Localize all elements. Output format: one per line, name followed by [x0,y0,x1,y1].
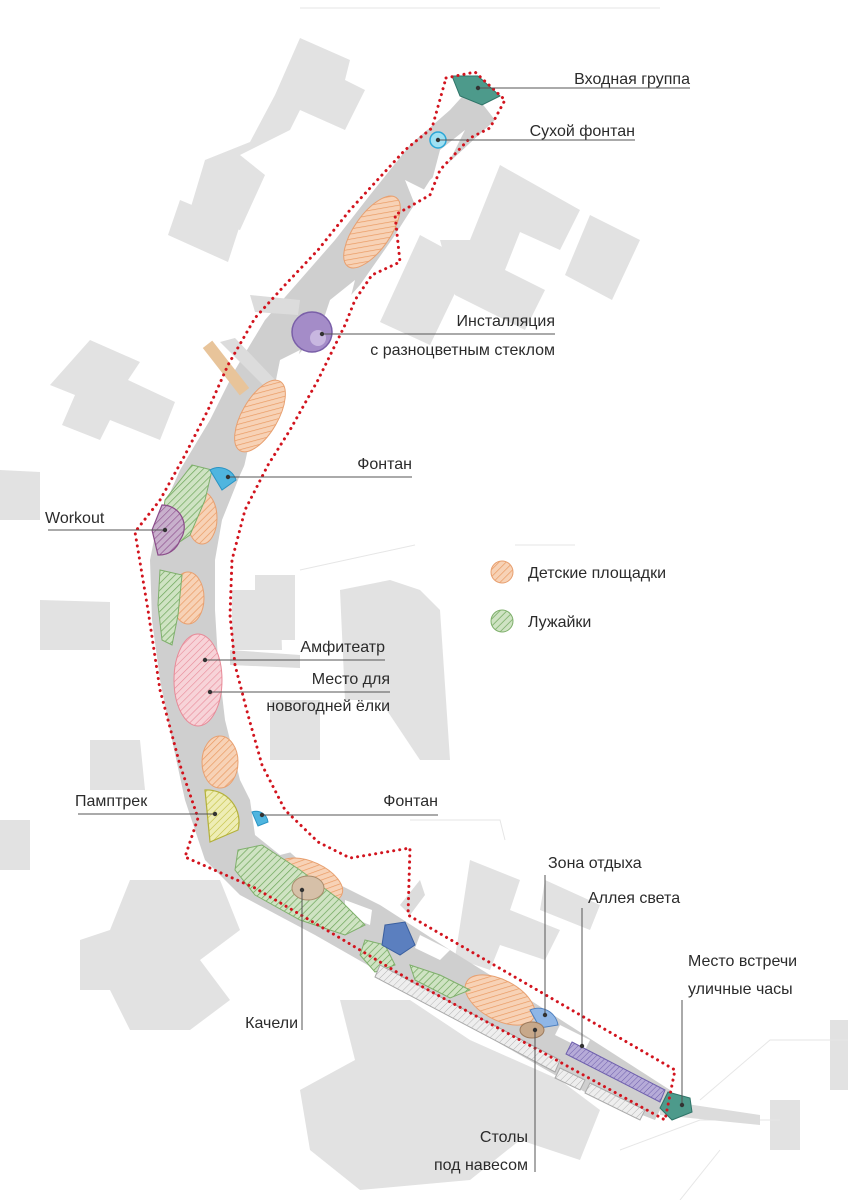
label-rest-zone: Зона отдыха [548,855,642,872]
workout-zone [151,504,185,556]
building [50,340,175,440]
label-meeting-line1: Место встречи [688,953,797,970]
label-fountain-bottom: Фонтан [383,793,438,810]
building [168,200,240,262]
label-entrance: Входная группа [574,71,690,88]
legend-swatch-lawns [490,609,514,633]
tables-zone [374,964,561,1073]
building [190,38,365,230]
label-pumptrack: Памптрек [75,793,148,810]
building [380,235,470,345]
building [0,820,30,870]
fountain-top-zone [209,467,237,491]
building [90,740,145,790]
label-installation-line2: с разноцветным стеклом [370,342,555,359]
building [540,880,600,930]
building [440,165,580,330]
meeting-point-zone [659,1091,693,1121]
playground-zone [234,379,286,453]
label-light-alley: Аллея света [588,890,680,907]
building [270,700,320,760]
label-dry-fountain: Сухой фонтан [530,123,635,140]
label-fountain-top: Фонтан [357,456,412,473]
rest-zone [529,1007,559,1029]
tables-zone [554,1067,586,1091]
playground-zone [201,735,239,789]
rest-plaza-zone [381,921,416,956]
amphitheater-zone [173,633,223,727]
building [830,1020,848,1090]
entrance-zone [451,75,501,106]
label-tree-line2: новогодней ёлки [266,698,390,715]
installation-center [310,330,326,346]
light-alley-zone [565,1041,666,1103]
label-meeting-line2: уличные часы [688,981,793,998]
legend-label-lawns: Лужайки [528,614,591,631]
rest-zone-b [519,1021,545,1039]
installation-zone [291,311,333,353]
buildings [0,38,848,1190]
building [770,1100,800,1150]
tables-zone [584,1082,646,1121]
building [80,880,240,1030]
building [340,580,450,760]
legend: Детские площадки Лужайки [490,560,666,633]
pumptrack-zone [204,789,240,843]
leader-lines [48,85,690,1172]
lawn-zone [409,964,472,999]
building [300,1000,600,1190]
park-boundary [133,70,677,1123]
legend-swatch-playgrounds [490,560,514,584]
building [255,575,295,640]
labels: Входная группа Сухой фонтан Инсталляция … [45,71,797,1174]
label-tables-line2: под навесом [434,1157,528,1174]
swings-zone [291,875,325,901]
building [455,860,560,970]
label-swings: Качели [245,1015,298,1032]
building [40,600,110,650]
building [565,215,640,300]
label-tables-line1: Столы [480,1129,528,1146]
label-tree-line1: Место для [312,671,390,688]
label-workout: Workout [45,510,105,527]
lawn-zone [157,569,183,646]
label-amphitheater: Амфитеатр [300,639,385,656]
playground-zone [343,195,401,269]
label-installation-line1: Инсталляция [457,313,555,330]
legend-label-playgrounds: Детские площадки [528,565,666,582]
playground-zone [464,974,536,1026]
building [0,470,40,520]
